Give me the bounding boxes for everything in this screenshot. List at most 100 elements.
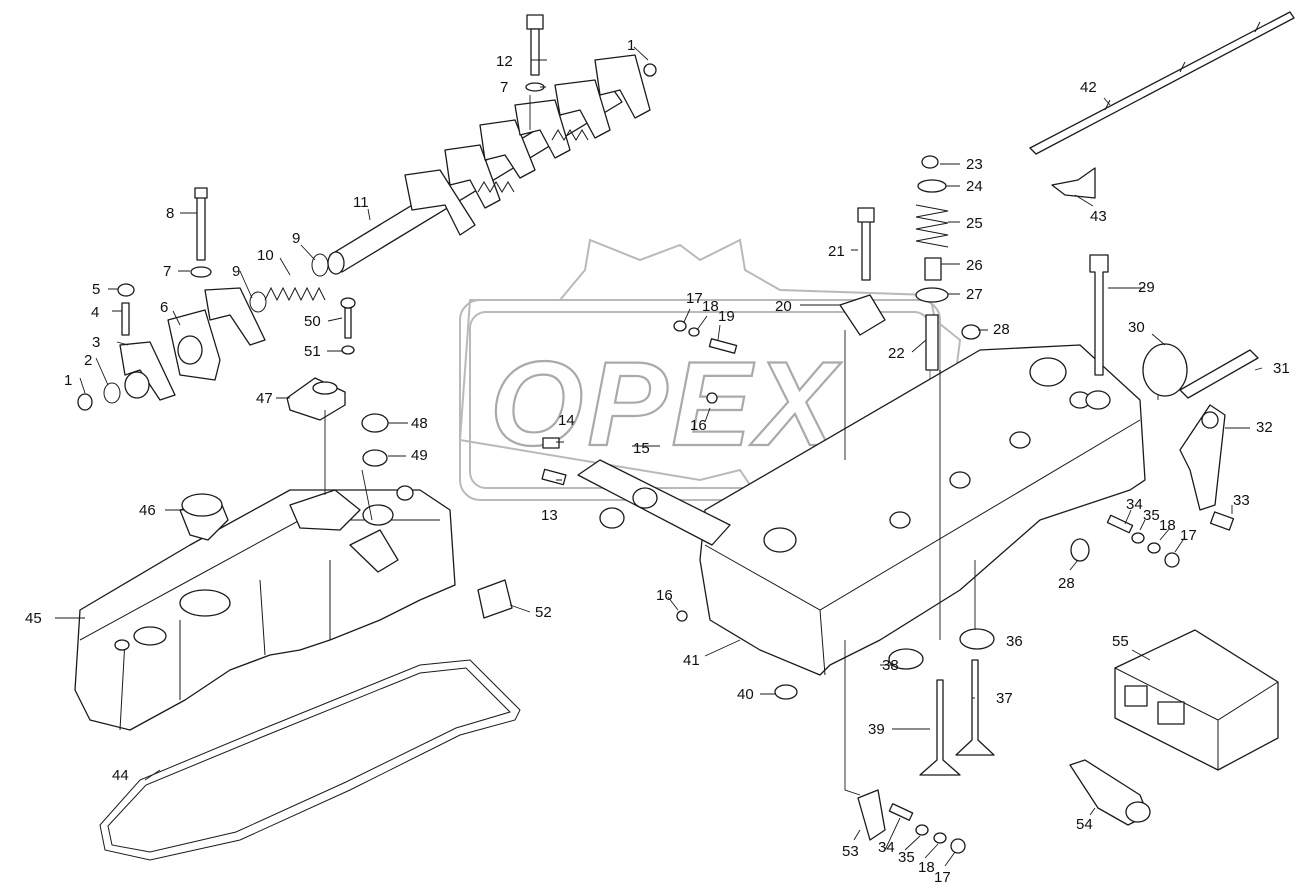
sensor-connector	[1125, 801, 1151, 823]
watermark-text: OPEX	[490, 337, 842, 471]
callout-42: 42	[1080, 79, 1097, 96]
callout-34: 34	[1126, 496, 1143, 513]
callout-17: 17	[686, 290, 703, 307]
valve-seal	[924, 257, 942, 281]
spring-seat	[915, 287, 949, 303]
shaft-spring	[551, 129, 589, 141]
head-port	[1009, 431, 1031, 449]
ecu-module	[1114, 629, 1279, 771]
callout-25: 25	[966, 215, 983, 232]
spring-washer	[249, 291, 267, 313]
callout-27: 27	[966, 286, 983, 303]
valve-seat	[959, 628, 995, 650]
wire-bracket-tabs	[1104, 21, 1261, 111]
callout-15: 15	[633, 440, 650, 457]
callout-28: 28	[1058, 575, 1075, 592]
head-boss	[1085, 390, 1111, 410]
head-port	[889, 511, 911, 529]
ecu-connector	[1157, 701, 1185, 725]
callout-53: 53	[842, 843, 859, 860]
lock-nut	[117, 283, 135, 297]
cover-plug	[114, 639, 130, 651]
tube-end	[599, 507, 625, 529]
bracket-bolt	[1209, 511, 1235, 531]
callout-16: 16	[656, 587, 673, 604]
head-plug	[1070, 538, 1090, 562]
valve-collet	[921, 155, 939, 169]
callout-35: 35	[898, 849, 915, 866]
callout-12: 12	[496, 53, 513, 70]
callout-35: 35	[1143, 507, 1160, 524]
left-pedestal-assembly	[77, 187, 329, 411]
callout-24: 24	[966, 178, 983, 195]
callout-43: 43	[1090, 208, 1107, 225]
callout-26: 26	[966, 257, 983, 274]
head-side-edge	[819, 609, 826, 676]
rocker-arm	[444, 144, 501, 209]
tab-washer	[857, 789, 886, 841]
callout-labels: 1 1 2 3 4 5 6 7 7 8 9 9 10 11 12 13 14 1…	[25, 37, 1290, 886]
callout-9: 9	[232, 263, 240, 280]
callout-21: 21	[828, 243, 845, 260]
rocker-arm	[514, 99, 571, 159]
bracket-bolt	[861, 219, 871, 281]
bracket-bolt-head	[857, 207, 875, 223]
stud	[708, 338, 738, 354]
callout-7: 7	[163, 263, 171, 280]
cover-plug	[396, 485, 414, 501]
callout-7: 7	[500, 79, 508, 96]
bolt-shank	[196, 194, 206, 261]
intake-valve	[919, 679, 961, 776]
callout-5: 5	[92, 281, 100, 298]
leader-lines	[55, 46, 1263, 867]
callout-9: 9	[292, 230, 300, 247]
small-plug	[706, 392, 718, 404]
callout-49: 49	[411, 447, 428, 464]
bolt-head	[526, 14, 544, 30]
washer	[341, 345, 355, 355]
stud	[1106, 514, 1134, 534]
callout-19: 19	[718, 308, 735, 325]
callout-40: 40	[737, 686, 754, 703]
head-plug	[961, 324, 981, 340]
filler-neck	[179, 589, 231, 617]
expansion-plug	[1142, 343, 1188, 397]
cover-gasket	[99, 659, 521, 861]
callout-47: 47	[256, 390, 273, 407]
ecu-module-edge	[1114, 667, 1279, 770]
stud	[542, 437, 560, 449]
callout-34: 34	[878, 839, 895, 856]
head-boss	[1029, 357, 1067, 387]
cover-port	[362, 504, 394, 526]
breather-housing	[289, 489, 361, 531]
valve-cover	[74, 489, 456, 731]
hose-plug	[477, 579, 513, 619]
wire-bracket	[1029, 11, 1295, 155]
callout-17: 17	[1180, 527, 1197, 544]
callout-6: 6	[160, 299, 168, 316]
head-boss	[763, 527, 797, 553]
callout-55: 55	[1112, 633, 1129, 650]
callout-50: 50	[304, 313, 321, 330]
callout-22: 22	[888, 345, 905, 362]
watermark: OPEX	[458, 238, 962, 501]
ecu-connector	[1124, 685, 1148, 707]
rocker-shaft-assembly	[327, 14, 657, 275]
rocker-arm	[479, 119, 536, 179]
nut	[1164, 552, 1180, 568]
exhaust-valve	[955, 659, 995, 756]
core-plug	[774, 684, 798, 700]
callout-38: 38	[882, 657, 899, 674]
callout-17: 17	[934, 869, 951, 886]
rocker-arm	[554, 79, 611, 139]
callout-51: 51	[304, 343, 321, 360]
nut	[673, 320, 687, 332]
callout-23: 23	[966, 156, 983, 173]
washer	[1131, 532, 1145, 544]
callout-18: 18	[702, 298, 719, 315]
valve-cover-assembly	[74, 297, 521, 861]
callout-54: 54	[1076, 816, 1093, 833]
watermark-gear-icon	[458, 238, 962, 501]
plug	[643, 63, 657, 77]
